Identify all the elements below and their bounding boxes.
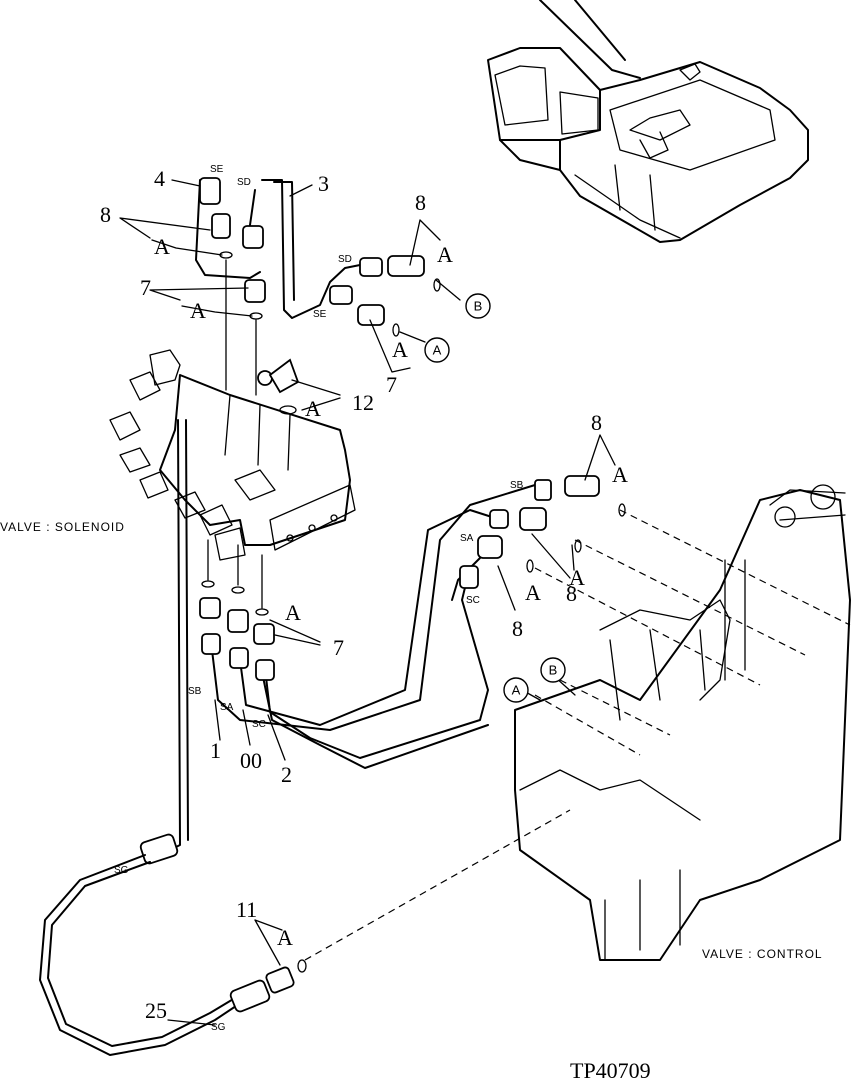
line-label-sg: SG: [114, 865, 129, 876]
circled-ref-b-bottom: [540, 657, 566, 683]
circled-ref-a-bottom-label: A: [512, 683, 521, 698]
circled-ref-a-top-label: A: [433, 343, 442, 358]
ref-letter-a: A: [154, 234, 170, 259]
ref-letter-a: A: [277, 925, 293, 950]
part-number-8-sc: 8: [512, 616, 523, 641]
part-number-00: 00: [240, 748, 262, 773]
leader-lines: [119, 179, 616, 1026]
part-number-7-top-right: 7: [386, 372, 397, 397]
line-label-sd: SD: [338, 254, 352, 265]
excavator-illustration: [487, 0, 809, 243]
line-labels: SE SD SD SE SB SA SC SB SA SC SG SG: [114, 164, 524, 1033]
lower-hoses: [199, 475, 626, 769]
ref-letter-a: A: [569, 565, 585, 590]
line-label-sc: SC: [466, 595, 480, 606]
part-number-12: 12: [352, 390, 374, 415]
part-number-1: 1: [210, 738, 221, 763]
line-label-sa: SA: [220, 702, 234, 713]
circled-ref-b-top: [465, 293, 491, 319]
ref-letters: A A A A A A A A A A: [154, 234, 628, 950]
part-number-7-bottom: 7: [333, 635, 344, 660]
line-label-sg: SG: [211, 1022, 226, 1033]
line-label-sc: SC: [252, 719, 266, 730]
line-label-sb: SB: [188, 686, 202, 697]
line-label-sb: SB: [510, 480, 524, 491]
part-number-8-sa: 8: [566, 581, 577, 606]
line-label-se: SE: [210, 164, 224, 175]
circled-refs: B A B A: [424, 293, 566, 703]
top-hoses: [195, 177, 441, 415]
part-number-7-top-left: 7: [140, 275, 151, 300]
part-number-8-top-left: 8: [100, 202, 111, 227]
circled-ref-a-bottom: [503, 677, 529, 703]
part-number-8-sb: 8: [591, 410, 602, 435]
ref-letter-a: A: [437, 242, 453, 267]
circled-ref-b-top-label: B: [474, 299, 483, 314]
part-numbers: 4 3 8 7 8 7 12 8 8 8 7 1 00 2 11 25: [100, 166, 602, 1023]
ref-letter-a: A: [392, 337, 408, 362]
circled-ref-a-top: [424, 337, 450, 363]
part-number-8-top-right: 8: [415, 190, 426, 215]
line-label-sd: SD: [237, 177, 251, 188]
part-number-11: 11: [236, 897, 257, 922]
control-valve-body: [514, 484, 851, 961]
caption-valve-solenoid: VALVE : SOLENOID: [0, 520, 125, 534]
solenoid-valve-body: [109, 349, 356, 561]
circled-ref-b-bottom-label: B: [549, 663, 558, 678]
part-number-25: 25: [145, 998, 167, 1023]
caption-valve-control: VALVE : CONTROL: [702, 947, 823, 961]
ref-letter-a: A: [525, 580, 541, 605]
ref-letter-a: A: [305, 396, 321, 421]
ref-letter-a: A: [285, 600, 301, 625]
ref-letter-a: A: [612, 462, 628, 487]
drawing-id: TP40709: [570, 1058, 651, 1081]
line-label-se: SE: [313, 309, 327, 320]
line-label-sa: SA: [460, 533, 474, 544]
part-number-3: 3: [318, 171, 329, 196]
sg-hose: [39, 419, 571, 1056]
part-number-4: 4: [154, 166, 165, 191]
ref-letter-a: A: [190, 298, 206, 323]
part-number-2: 2: [281, 762, 292, 787]
